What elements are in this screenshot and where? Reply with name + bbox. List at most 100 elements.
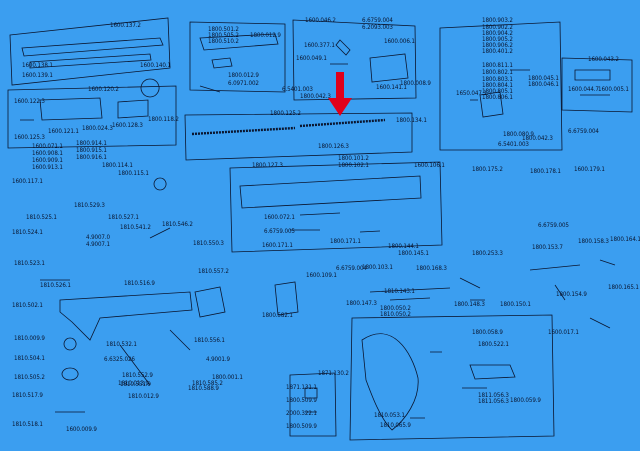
part-number-label: 1810.517.9 <box>12 392 43 399</box>
part-number-label: 6.5401.003 <box>282 86 313 93</box>
part-number-label: 1810.551.9 <box>120 381 151 388</box>
part-number-label: 1800.178.1 <box>530 168 561 175</box>
part-number-label: 1800.158.3 <box>578 238 609 245</box>
part-number-label: 1600.909.1 <box>32 157 63 164</box>
part-number-label: 1600.106.1 <box>414 162 445 169</box>
part-number-label: 1600.017.1 <box>548 329 579 336</box>
part-number-label: 1800.150.1 <box>500 301 531 308</box>
part-number-label: 1600.122.3 <box>14 98 45 105</box>
part-number-label: 1871.130.2 <box>318 370 349 377</box>
part-number-label: 1810.526.1 <box>40 282 71 289</box>
part-number-label: 1600.139.1 <box>22 72 53 79</box>
part-number-label: 1600.137.2 <box>110 22 141 29</box>
part-number-label: 1810.546.2 <box>162 221 193 228</box>
part-number-label: 1800.522.1 <box>478 341 509 348</box>
frame-top-left <box>9 17 171 86</box>
part-number-label: 6.6759.004 <box>568 128 599 135</box>
part-number-label: 1800.802.1 <box>482 69 513 76</box>
part-number-label: 1811.056.3 <box>478 392 509 399</box>
part-number-label: 1800.145.1 <box>398 250 429 257</box>
part-number-label: 1600.071.1 <box>32 143 63 150</box>
part-number-label: 1600.121.1 <box>48 128 79 135</box>
part-number-label: 1600.046.2 <box>305 17 336 24</box>
frame-receiver <box>229 161 443 253</box>
part-number-label: 1800.024.3 <box>82 125 113 132</box>
part-number-label: 1800.058.9 <box>472 329 503 336</box>
part-number-label: 1810.552.9 <box>122 372 153 379</box>
part-number-label: 1810.143.1 <box>384 288 415 295</box>
part-number-label: 1800.154.9 <box>556 291 587 298</box>
part-number-label: 1600.005.1 <box>598 86 629 93</box>
part-number-label: 1810.502.1 <box>12 302 43 309</box>
part-number-label: 1600.072.1 <box>264 214 295 221</box>
part-number-label: 1800.582.1 <box>262 312 293 319</box>
part-number-label: 1600.141.1 <box>376 84 407 91</box>
part-number-label: 6.6759.004 <box>336 265 367 272</box>
part-number-label: 1810.053.1 <box>374 412 405 419</box>
part-number-label: 1600.049.1 <box>296 55 327 62</box>
part-number-label: 1810.505.2 <box>14 374 45 381</box>
part-number-label: 1810.524.1 <box>12 229 43 236</box>
part-number-label: 1600.171.1 <box>262 242 293 249</box>
part-number-label: 1810.525.1 <box>26 214 57 221</box>
part-number-label: 1600.377.1 <box>304 42 335 49</box>
part-number-label: 6.0971.002 <box>228 80 259 87</box>
part-number-label: 1800.509.9 <box>286 397 317 404</box>
part-number-label: 1810.518.1 <box>12 421 43 428</box>
highlight-arrow-icon <box>328 72 352 116</box>
part-number-label: 1800.811.1 <box>482 62 513 69</box>
part-number-label: 1800.401.2 <box>482 48 513 55</box>
part-number-label: 1600.125.3 <box>14 134 45 141</box>
part-number-label: 1800.906.2 <box>482 42 513 49</box>
part-number-label: 1600.179.1 <box>574 166 605 173</box>
part-number-label: 1800.916.1 <box>76 154 107 161</box>
part-number-label: 1810.585.2 <box>192 380 223 387</box>
part-number-label: 1810.504.1 <box>14 355 45 362</box>
part-number-label: 1800.505.2 <box>208 32 239 39</box>
part-number-label: 6.5401.003 <box>498 141 529 148</box>
part-number-label: 1800.144.1 <box>388 243 419 250</box>
part-number-label: 1600.109.1 <box>306 272 337 279</box>
part-number-label: 1800.126.3 <box>318 143 349 150</box>
frame-barrel <box>7 85 177 149</box>
part-number-label: 1810.065.9 <box>380 422 411 429</box>
frame-trigger-block <box>439 21 563 151</box>
part-number-label: 1600.128.3 <box>112 122 143 129</box>
part-number-label: 1600.009.9 <box>66 426 97 433</box>
part-number-label: 1800.127.3 <box>252 162 283 169</box>
part-number-label: 1800.164.1 <box>610 236 640 243</box>
part-number-label: 1800.012.9 <box>228 72 259 79</box>
part-number-label: 1600.140.1 <box>140 62 171 69</box>
part-number-label: 1800.171.1 <box>330 238 361 245</box>
part-number-label: 1800.080.9 <box>503 131 534 138</box>
frame-spring <box>184 112 413 161</box>
part-number-label: 1800.102.1 <box>338 162 369 169</box>
frame-grip <box>349 314 555 441</box>
part-number-label: 1800.118.2 <box>148 116 179 123</box>
part-number-label: 6.6325.026 <box>104 356 135 363</box>
part-number-label: 1800.101.2 <box>338 155 369 162</box>
part-number-label: 1800.125.2 <box>270 110 301 117</box>
part-number-label: 1800.008.9 <box>400 80 431 87</box>
part-number-label: 1800.914.1 <box>76 140 107 147</box>
part-number-label: 1600.913.1 <box>32 164 63 171</box>
part-number-label: 1810.588.9 <box>188 385 219 392</box>
part-number-label: 1800.805.1 <box>482 88 513 95</box>
part-number-label: 1810.529.3 <box>74 202 105 209</box>
part-number-label: 1600.120.2 <box>88 86 119 93</box>
part-number-label: 1800.510.2 <box>208 38 239 45</box>
part-number-label: 1810.012.9 <box>128 393 159 400</box>
part-number-label: 1810.009.9 <box>14 335 45 342</box>
part-number-label: 1650.047.1 <box>456 90 487 97</box>
part-number-label: 1810.050.2 <box>380 311 411 318</box>
part-number-label: 1800.165.1 <box>608 284 639 291</box>
part-number-label: 1810.541.2 <box>120 224 151 231</box>
part-number-label: 1800.905.2 <box>482 36 513 43</box>
part-number-label: 1810.557.2 <box>198 268 229 275</box>
part-number-label: 1810.523.1 <box>14 260 45 267</box>
part-number-label: 1800.915.1 <box>76 147 107 154</box>
frame-top-center <box>292 19 417 101</box>
part-number-label: 6.2093.003 <box>362 24 393 31</box>
part-number-label: 1810.550.3 <box>193 240 224 247</box>
